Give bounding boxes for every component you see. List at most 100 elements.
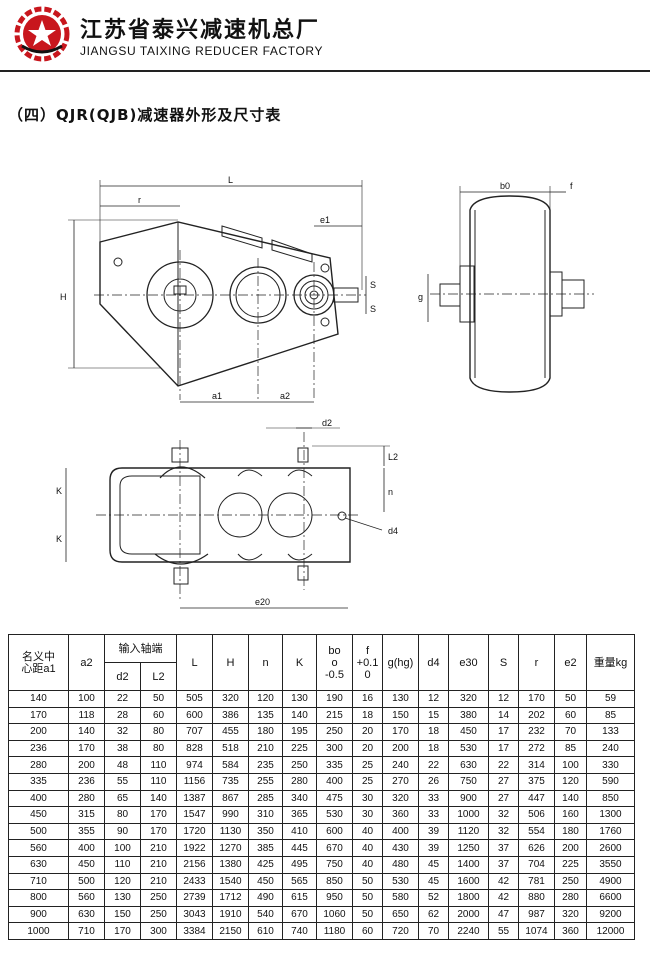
table-cell: 1720 (176, 822, 213, 841)
label-e20: e20 (255, 597, 270, 607)
table-cell: 50 (352, 889, 383, 907)
table-cell: 62 (418, 905, 449, 924)
table-cell: 1400 (448, 855, 489, 874)
table-cell: 1000 (448, 806, 489, 824)
table-cell: 236 (68, 772, 105, 791)
table-cell: 335 (8, 772, 69, 791)
table-cell: 704 (518, 855, 555, 874)
table-cell: 210 (140, 872, 177, 891)
table-cell: 70 (418, 922, 449, 940)
table-cell: 37 (488, 839, 519, 857)
table-cell: 1547 (176, 806, 213, 824)
label-S-bottom: S (370, 304, 376, 314)
table-cell: 18 (418, 739, 449, 758)
col-L2: L2 (140, 662, 177, 691)
table-cell: 630 (68, 905, 105, 924)
table-cell: 386 (212, 706, 249, 725)
header-divider (0, 70, 650, 72)
table-cell: 330 (586, 756, 635, 774)
table-cell: 48 (104, 756, 141, 774)
col-bo: bo o -0.5 (316, 634, 353, 691)
table-cell: 190 (316, 690, 353, 708)
table-cell: 70 (554, 723, 587, 741)
table-cell: 30 (352, 789, 383, 808)
table-cell: 120 (554, 772, 587, 791)
table-cell: 195 (282, 723, 317, 741)
table-cell: 560 (68, 889, 105, 907)
table-cell: 530 (382, 872, 419, 891)
table-cell: 974 (176, 756, 213, 774)
table-cell: 740 (282, 922, 317, 940)
table-cell: 781 (518, 872, 555, 891)
col-input-shaft: 输入轴端 (104, 634, 177, 663)
table-cell: 47 (488, 905, 519, 924)
table-cell: 130 (282, 690, 317, 708)
reducer-outline-drawing: L r e1 H S S a1 a2 b0 f g d2 L2 n K K d4… (0, 150, 650, 630)
table-cell: 150 (382, 706, 419, 725)
table-cell: 50 (352, 872, 383, 891)
drawing-svg: L r e1 H S S a1 a2 b0 f g d2 L2 n K K d4… (56, 175, 594, 609)
table-cell: 39 (418, 839, 449, 857)
table-cell: 52 (418, 889, 449, 907)
table-cell: 380 (448, 706, 489, 725)
table-cell: 360 (382, 806, 419, 824)
table-cell: 32 (488, 806, 519, 824)
table-cell: 450 (448, 723, 489, 741)
table-cell: 80 (140, 739, 177, 758)
table-cell: 25 (352, 772, 383, 791)
table-cell: 120 (104, 872, 141, 891)
table-cell: 750 (316, 855, 353, 874)
table-cell: 600 (176, 706, 213, 725)
table-cell: 85 (586, 706, 635, 725)
table-cell: 240 (586, 739, 635, 758)
table-cell: 425 (248, 855, 283, 874)
table-cell: 225 (554, 855, 587, 874)
table-cell: 85 (554, 739, 587, 758)
table-cell: 1180 (316, 922, 353, 940)
label-d4: d4 (388, 526, 398, 536)
label-K-upper: K (56, 486, 62, 496)
table-cell: 90 (104, 822, 141, 841)
label-K-lower: K (56, 534, 62, 544)
table-cell: 475 (316, 789, 353, 808)
table-cell: 320 (382, 789, 419, 808)
table-cell: 20 (352, 739, 383, 758)
col-d4: d4 (418, 634, 449, 691)
table-cell: 1074 (518, 922, 555, 940)
table-cell: 110 (140, 756, 177, 774)
gear-star-logo-icon (14, 6, 70, 62)
table-cell: 1712 (212, 889, 249, 907)
table-cell: 1380 (212, 855, 249, 874)
table-cell: 22 (488, 756, 519, 774)
table-cell: 150 (104, 905, 141, 924)
table-cell: 280 (8, 756, 69, 774)
section-title: （四）QJR(QJB)减速器外形及尺寸表 (8, 106, 282, 124)
table-cell: 584 (212, 756, 249, 774)
table-cell: 554 (518, 822, 555, 841)
table-cell: 30 (352, 806, 383, 824)
table-cell: 180 (248, 723, 283, 741)
table-cell: 375 (518, 772, 555, 791)
table-cell: 1910 (212, 905, 249, 924)
col-center-distance: 名义中 心距a1 (8, 634, 69, 691)
table-cell: 225 (282, 739, 317, 758)
table-cell: 530 (316, 806, 353, 824)
table-cell: 900 (8, 905, 69, 924)
label-b0: b0 (500, 181, 510, 191)
label-r: r (138, 195, 141, 205)
table-cell: 200 (8, 723, 69, 741)
table-cell: 320 (212, 690, 249, 708)
table-cell: 250 (140, 905, 177, 924)
table-cell: 750 (448, 772, 489, 791)
table-cell: 130 (104, 889, 141, 907)
table-cell: 65 (104, 789, 141, 808)
label-e1: e1 (320, 215, 330, 225)
table-cell: 320 (554, 905, 587, 924)
table-cell: 310 (248, 806, 283, 824)
side-view (427, 186, 594, 393)
